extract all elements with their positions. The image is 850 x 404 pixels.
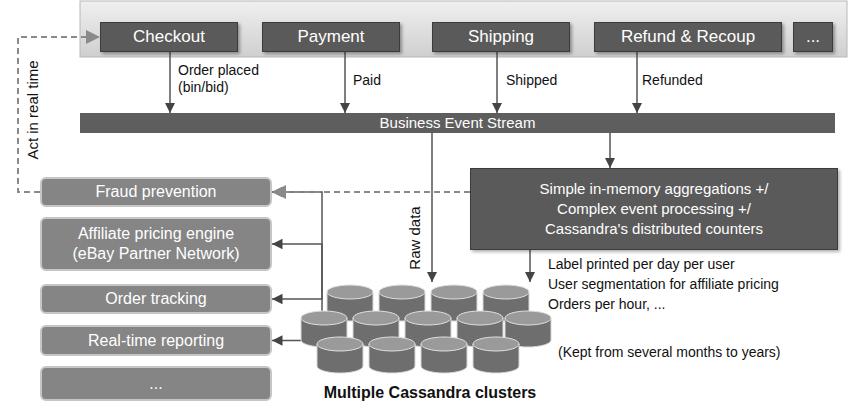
annotation-text: (Kept from several months to years)	[558, 344, 781, 361]
node-text: Real-time reporting	[88, 331, 224, 351]
consumer-box: ...	[40, 366, 272, 401]
database-cylinder	[473, 337, 519, 373]
node-text: Affiliate pricing engine (eBay Partner N…	[56, 224, 256, 264]
cylinder-top	[483, 285, 529, 299]
service-box: Shipping	[432, 22, 570, 52]
database-cylinder	[369, 337, 415, 373]
flow-arrow	[272, 282, 322, 299]
cylinder-top	[421, 337, 467, 351]
database-cylinder	[421, 337, 467, 373]
consumer-box: Affiliate pricing engine (eBay Partner N…	[40, 217, 272, 271]
database-cluster: Multiple Cassandra clusters	[295, 282, 565, 404]
node-text: ...	[149, 374, 162, 394]
cylinder-top	[473, 337, 519, 351]
consumer-box: Fraud prevention	[40, 177, 272, 207]
cylinder-top	[431, 285, 477, 299]
flow-arrow	[431, 133, 433, 282]
event-stream-band: Business Event Stream	[80, 113, 835, 133]
flow-arrow	[636, 52, 638, 113]
node-text: Order tracking	[105, 289, 206, 309]
edge-label: Paid	[353, 72, 381, 89]
processing-box: Simple in-memory aggregations +/ Complex…	[470, 168, 838, 250]
flow-arrow	[344, 52, 346, 113]
node-text: Payment	[297, 27, 364, 47]
flow-arrow	[169, 52, 171, 113]
cylinder-top	[457, 311, 503, 325]
consumer-box: Order tracking	[40, 284, 272, 314]
service-box: Payment	[262, 22, 400, 52]
service-box: ...	[793, 22, 833, 52]
cylinder-top	[369, 337, 415, 351]
edge-label: Shipped	[506, 72, 557, 89]
feedback-arrow	[272, 191, 470, 193]
flow-arrow	[272, 192, 322, 282]
flow-arrow	[496, 52, 498, 113]
flow-arrow	[529, 250, 531, 282]
annotation-text: Orders per hour, ...	[548, 296, 666, 313]
cylinder-top	[379, 285, 425, 299]
cylinder-top	[353, 311, 399, 325]
database-cylinder	[317, 337, 363, 373]
flow-arrow	[272, 244, 322, 282]
edge-label: Raw data	[406, 206, 423, 269]
annotation-text: User segmentation for affiliate pricing	[548, 276, 779, 293]
node-text: Business Event Stream	[380, 114, 536, 132]
cylinder-top	[301, 311, 347, 325]
node-text: ...	[806, 27, 820, 47]
node-text: Multiple Cassandra clusters	[324, 384, 537, 402]
edge-label: Order placed (bin/bid)	[178, 62, 278, 96]
node-text: Fraud prevention	[96, 182, 217, 202]
cylinder-top	[405, 311, 451, 325]
cylinder-top	[317, 337, 363, 351]
node-text: Refund & Recoup	[621, 27, 755, 47]
node-text: Shipping	[468, 27, 534, 47]
edge-label: Act in real time	[24, 60, 41, 159]
service-box: Checkout	[100, 22, 238, 52]
edge-label: Refunded	[642, 72, 703, 89]
flow-arrow	[609, 133, 611, 168]
node-text: Simple in-memory aggregations +/ Complex…	[523, 179, 785, 239]
cylinder-top	[505, 311, 551, 325]
service-box: Refund & Recoup	[594, 22, 782, 52]
cylinder-top	[327, 285, 373, 299]
source-systems-band	[80, 1, 847, 57]
node-text: Checkout	[133, 27, 205, 47]
annotation-text: Label printed per day per user	[548, 256, 735, 273]
cylinder-group	[295, 282, 565, 382]
consumer-box: Real-time reporting	[40, 325, 272, 356]
